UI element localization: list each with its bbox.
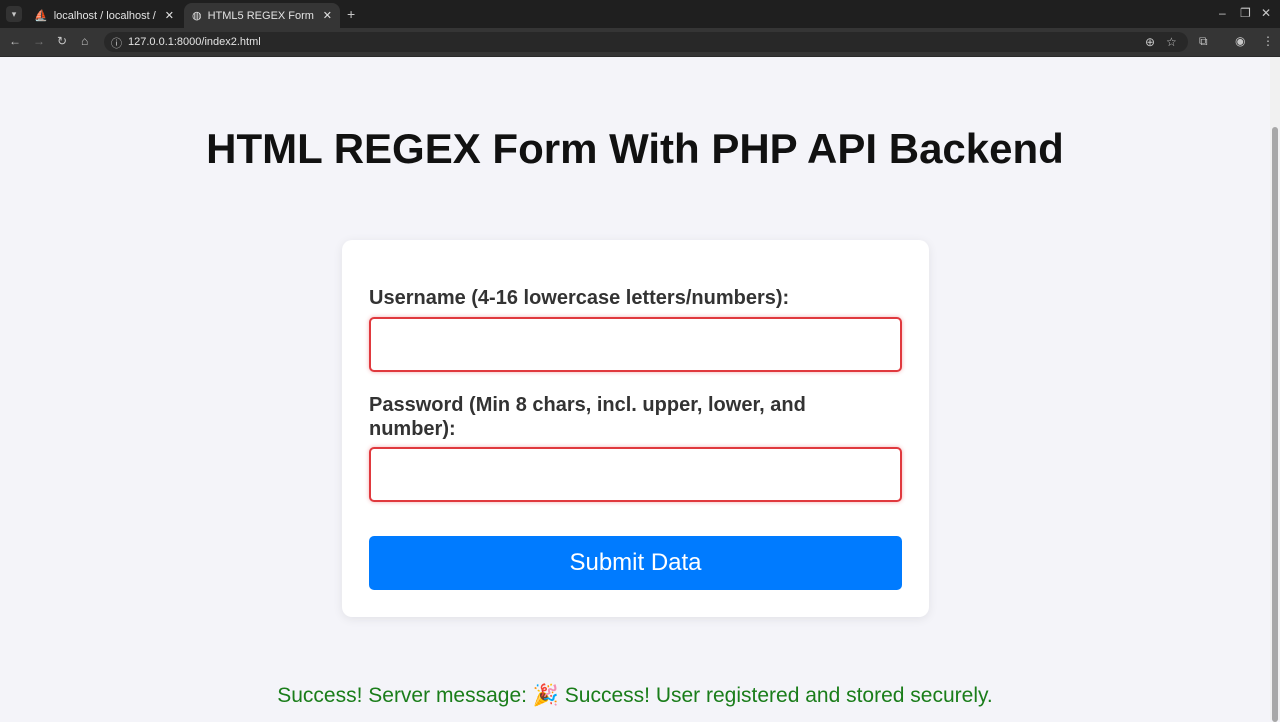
restore-button[interactable]: ❐ <box>1240 6 1251 20</box>
password-input[interactable] <box>369 447 902 502</box>
scrollbar-thumb[interactable] <box>1272 127 1278 722</box>
minimize-button[interactable]: – <box>1219 6 1226 20</box>
zoom-icon[interactable]: ⊕ <box>1145 35 1156 49</box>
address-bar[interactable]: ⓘ 127.0.0.1:8000/index2.html ⊕ ☆ <box>104 32 1188 52</box>
reload-button[interactable]: ↻ <box>57 34 68 48</box>
tab-strip: ▾ ⛵ localhost / localhost / p ✕ ◍ HTML5 … <box>0 0 1280 28</box>
home-button[interactable]: ⌂ <box>81 34 89 48</box>
submit-button[interactable]: Submit Data <box>369 536 902 590</box>
tab-regex-form[interactable]: ◍ HTML5 REGEX Form W ✕ <box>184 3 340 28</box>
extensions-icon[interactable]: ⧉ <box>1199 34 1208 48</box>
phpmyadmin-icon: ⛵ <box>34 10 48 22</box>
tab-phpmyadmin[interactable]: ⛵ localhost / localhost / p ✕ <box>34 9 174 23</box>
profile-icon[interactable]: ◉ <box>1235 34 1246 48</box>
registration-form: Username (4-16 lowercase letters/numbers… <box>342 240 929 617</box>
scrollbar[interactable] <box>1270 57 1280 722</box>
site-info-icon[interactable]: ⓘ <box>111 38 122 50</box>
close-window-button[interactable]: ✕ <box>1261 6 1272 20</box>
globe-icon: ◍ <box>192 10 202 22</box>
page-title: HTML REGEX Form With PHP API Backend <box>206 125 1064 172</box>
forward-button[interactable]: → <box>33 34 45 48</box>
success-message: Success! Server message: 🎉 Success! User… <box>277 684 993 707</box>
bookmark-star-icon[interactable]: ☆ <box>1166 35 1177 49</box>
close-tab-icon[interactable]: ✕ <box>322 10 332 22</box>
page-content: HTML REGEX Form With PHP API Backend Use… <box>0 57 1270 720</box>
password-label: Password (Min 8 chars, incl. upper, lowe… <box>369 394 806 440</box>
close-tab-icon[interactable]: ✕ <box>164 10 174 22</box>
menu-icon[interactable]: ⋮ <box>1262 34 1274 48</box>
back-button[interactable]: ← <box>9 34 21 48</box>
tab-search-button[interactable]: ▾ <box>6 6 22 22</box>
new-tab-button[interactable]: + <box>347 6 356 22</box>
username-label: Username (4-16 lowercase letters/numbers… <box>369 287 790 309</box>
username-input[interactable] <box>369 317 902 372</box>
